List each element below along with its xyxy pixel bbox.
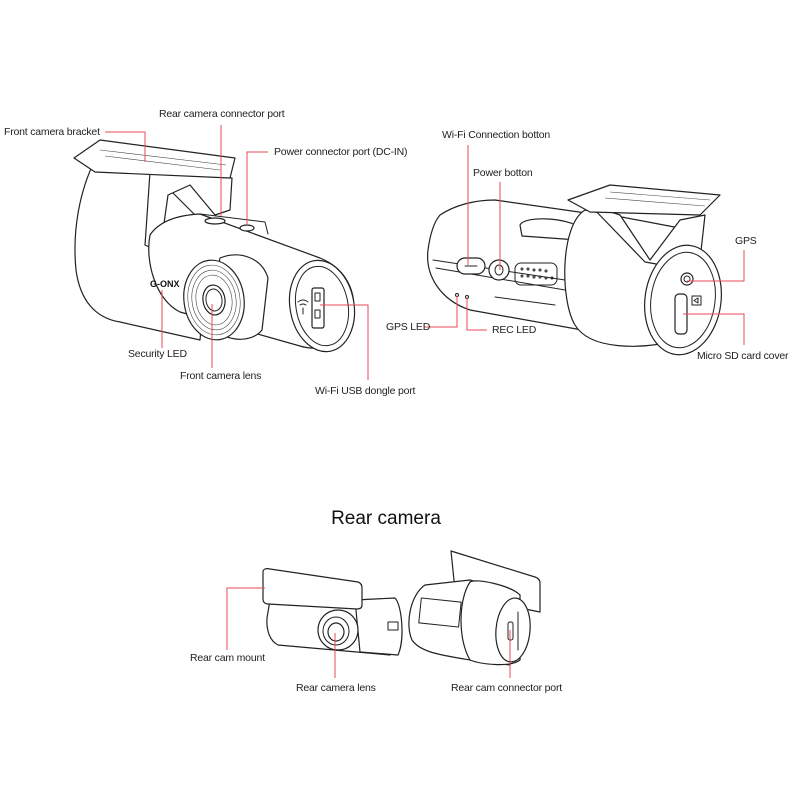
rear-cam-side <box>354 597 403 656</box>
leader-wifi-dongle <box>320 304 369 380</box>
label-rear-cam-connector-port: Rear cam connector port <box>451 682 562 694</box>
label-wifi-usb-dongle-port: Wi-Fi USB dongle port <box>315 385 416 397</box>
front-camera-front-view: G-ONX <box>73 139 356 353</box>
back-bracket-plate <box>567 184 721 216</box>
leader-sd-cover <box>683 313 745 345</box>
label-rear-cam-mount: Rear cam mount <box>190 652 265 664</box>
label-gps-led: GPS LED <box>386 321 431 333</box>
power-button <box>488 259 510 281</box>
wifi-usb-dongle-port <box>311 287 325 329</box>
leader-power-connector <box>246 151 268 225</box>
label-gps: GPS <box>735 235 757 247</box>
rear-camera-lens <box>317 609 359 651</box>
gps-module <box>680 272 694 286</box>
label-front-camera-lens: Front camera lens <box>180 370 262 382</box>
rear-camera-front-view <box>262 568 403 656</box>
label-front-camera-bracket: Front camera bracket <box>4 126 100 138</box>
rear-camera-back-view <box>408 550 541 666</box>
leader-bracket <box>105 131 146 162</box>
leader-gps <box>687 250 745 282</box>
label-micro-sd-card-cover: Micro SD card cover <box>697 350 789 362</box>
label-power-connector-port: Power connector port (DC-IN) <box>274 146 408 158</box>
power-connector-port <box>239 224 255 232</box>
leader-gps-led <box>424 296 458 328</box>
label-power-button: Power botton <box>473 167 533 179</box>
rear-cam-mount <box>262 568 363 610</box>
leader-rear-mount <box>226 587 265 650</box>
sd-arrow-icon <box>691 295 702 306</box>
top-ridge <box>199 213 269 235</box>
leader-rec-led <box>466 298 487 331</box>
rear-camera-connector-port <box>204 217 226 225</box>
front-camera-lens <box>183 259 245 341</box>
label-wifi-connection-button: Wi-Fi Connection botton <box>442 129 551 141</box>
label-rear-camera-connector-port: Rear camera connector port <box>159 108 285 120</box>
label-rec-led: REC LED <box>492 324 537 336</box>
speaker-grill <box>514 262 558 286</box>
leader-lines <box>105 125 745 678</box>
label-security-led: Security LED <box>128 348 187 360</box>
front-camera-bracket-plate <box>73 139 236 179</box>
rear-camera-title: Rear camera <box>331 508 441 529</box>
gonx-logo: G-ONX <box>150 279 180 289</box>
wifi-icon <box>297 299 309 315</box>
bracket-ribs <box>99 149 227 171</box>
front-camera-back-view <box>427 184 723 356</box>
label-rear-camera-lens: Rear camera lens <box>296 682 376 694</box>
